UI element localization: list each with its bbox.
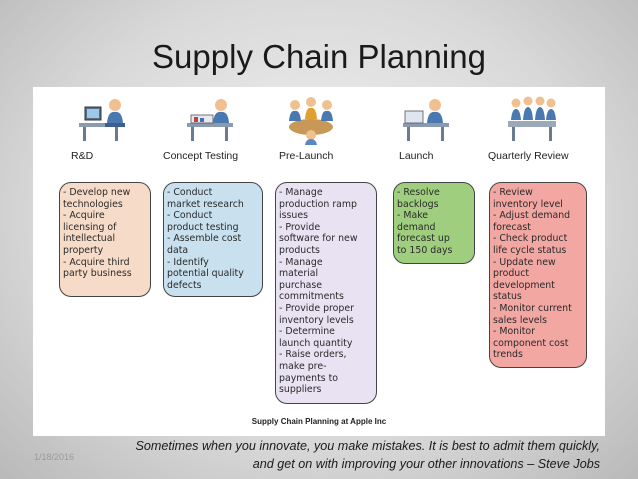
- rd-activity-line: licensing of: [63, 221, 117, 233]
- rd-activity-line: property: [63, 244, 104, 256]
- pre-launch-activity-line: payments to: [279, 372, 339, 384]
- quarterly-review-activity-line: life cycle status: [493, 244, 567, 256]
- launch-activity-line: demand: [397, 221, 436, 233]
- researcher-at-desk-icon: [79, 99, 125, 141]
- quarterly-review-activity-line: - Monitor current: [493, 302, 572, 314]
- pre-launch-activity-line: commitments: [279, 291, 344, 303]
- worker-with-chart-icon: [187, 99, 233, 141]
- pre-launch-activity-line: suppliers: [279, 384, 322, 396]
- rd-activity-line: - Develop new: [63, 187, 131, 198]
- quarterly-review-activity-line: product: [493, 268, 530, 280]
- pre-launch-activity-line: issues: [279, 210, 308, 222]
- quarterly-review-activity-line: forecast: [493, 221, 531, 233]
- launch-activity-line: - Make: [397, 210, 429, 222]
- concept-testing-activity-line: potential quality: [167, 268, 244, 280]
- pre-launch-activity-line: - Provide: [279, 221, 321, 233]
- quote-line-2: and get on with improving your other inn…: [252, 457, 600, 471]
- concept-testing-activity-line: product testing: [167, 221, 239, 233]
- pre-launch-activity-line: - Determine: [279, 326, 335, 338]
- launch-activity-line: forecast up: [397, 233, 450, 245]
- slide-title: Supply Chain Planning: [152, 38, 486, 75]
- pre-launch-activity-line: - Manage: [279, 256, 323, 268]
- quarterly-review-activity-line: sales levels: [493, 314, 548, 326]
- pre-launch-activities-box: - Manage production ramp issues - Provid…: [275, 182, 377, 404]
- concept-testing-activity-line: - Identify: [167, 256, 209, 268]
- diagram-panel: R&D Concept Testing Pre-Launch: [33, 87, 605, 436]
- concept-testing-activity-line: data: [167, 244, 189, 256]
- pre-launch-activity-line: launch quantity: [279, 337, 353, 349]
- concept-testing-activity-line: - Assemble cost: [167, 233, 242, 245]
- pre-launch-activity-line: production ramp: [279, 198, 358, 210]
- rd-activity-line: - Acquire: [63, 210, 105, 222]
- launch-activity-line: - Resolve: [397, 187, 440, 198]
- pre-launch-activity-line: - Provide proper: [279, 302, 354, 314]
- pre-launch-activity-line: make pre-: [279, 360, 327, 372]
- rd-activity-line: - Acquire third: [63, 256, 130, 268]
- boardroom-icon: [508, 96, 556, 141]
- pre-launch-activity-line: inventory levels: [279, 314, 354, 326]
- rd-activity-line: technologies: [63, 198, 123, 210]
- concept-testing-activities-box: - Conduct market research - Conduct prod…: [163, 182, 263, 297]
- concept-testing-activity-line: - Conduct: [167, 187, 213, 198]
- launch-activity-line: to 150 days: [397, 244, 453, 256]
- quote-line-1: Sometimes when you innovate, you make mi…: [135, 439, 600, 453]
- quarterly-review-activity-line: - Update new: [493, 256, 556, 268]
- quarterly-review-activity-line: development: [493, 279, 555, 291]
- quarterly-review-activity-line: component cost: [493, 337, 569, 349]
- stage-label: Concept Testing: [163, 150, 239, 162]
- rd-activities-box: - Develop new technologies - Acquire lic…: [59, 182, 151, 297]
- quarterly-review-activity-line: - Adjust demand: [493, 210, 571, 222]
- diagram-caption: Supply Chain Planning at Apple Inc: [251, 417, 387, 426]
- pre-launch-activity-line: products: [279, 244, 320, 256]
- quarterly-review-activity-line: - Check product: [493, 233, 568, 245]
- slide-date: 1/18/2016: [34, 452, 75, 462]
- pre-launch-activity-line: - Manage: [279, 187, 323, 198]
- presenter-icon: [403, 99, 449, 141]
- stage-label: Quarterly Review: [488, 150, 569, 162]
- concept-testing-activity-line: - Conduct: [167, 210, 213, 222]
- stage-label: Launch: [399, 150, 434, 162]
- quarterly-review-activity-line: - Monitor: [493, 326, 535, 338]
- quarterly-review-activities-box: - Review inventory level - Adjust demand…: [489, 182, 587, 368]
- quarterly-review-activity-line: status: [493, 291, 522, 303]
- quarterly-review-activity-line: - Review: [493, 187, 533, 198]
- pre-launch-activity-line: - Raise orders,: [279, 349, 347, 361]
- stage-label: Pre-Launch: [279, 150, 334, 162]
- concept-testing-activity-line: market research: [167, 198, 244, 210]
- team-meeting-icon: [289, 97, 333, 145]
- quarterly-review-activity-line: trends: [493, 349, 523, 361]
- rd-activity-line: party business: [63, 268, 132, 280]
- launch-activities-box: - Resolve backlogs - Make demand forecas…: [393, 182, 475, 264]
- pre-launch-activity-line: purchase: [279, 279, 323, 291]
- stage-label: R&D: [71, 150, 94, 162]
- concept-testing-activity-line: defects: [167, 279, 202, 291]
- quarterly-review-activity-line: inventory level: [493, 198, 563, 210]
- rd-activity-line: intellectual: [63, 233, 116, 245]
- steve-jobs-quote: Sometimes when you innovate, you make mi…: [40, 437, 600, 473]
- pre-launch-activity-line: material: [279, 268, 319, 280]
- pre-launch-activity-line: software for new: [279, 233, 358, 245]
- launch-activity-line: backlogs: [397, 198, 439, 210]
